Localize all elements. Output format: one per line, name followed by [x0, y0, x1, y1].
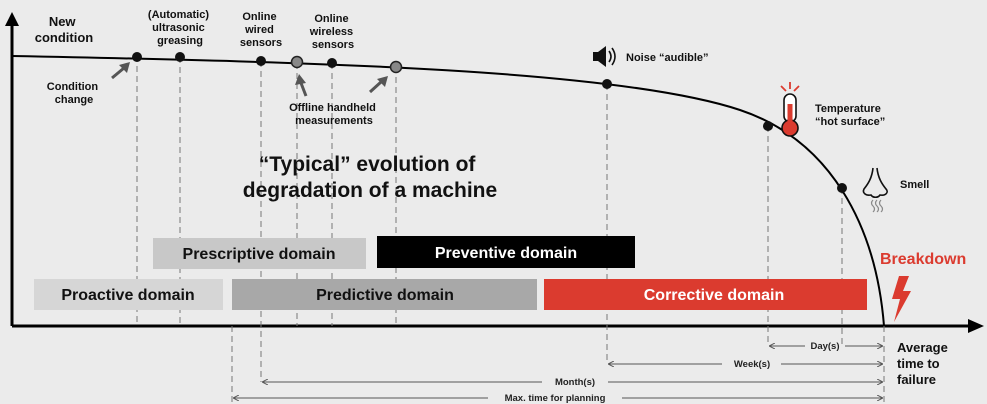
label-temperature: Temperature “hot surface” [815, 103, 885, 128]
corrective-domain-box [544, 279, 867, 310]
point-wireless [327, 58, 337, 68]
label-smell: Smell [900, 179, 929, 191]
point-noise [602, 79, 612, 89]
y-axis-label: New condition [35, 14, 94, 45]
label-noise: Noise “audible” [626, 52, 709, 64]
dashed-guides [136, 56, 885, 402]
predictive-domain-label: Predictive domain [316, 287, 454, 304]
arrow-offline-2-head [377, 76, 388, 87]
label-condition-change: Condition change [47, 81, 101, 106]
point-condition-change [132, 52, 142, 62]
axes [5, 12, 984, 333]
point-temperature [763, 121, 773, 131]
diagram-title: “Typical” evolution of degradation of a … [243, 153, 497, 202]
proactive-domain-label: Proactive domain [61, 287, 194, 304]
point-greasing [175, 52, 185, 62]
proactive-domain-box [34, 279, 223, 310]
timeframe-months: Month(s) [263, 377, 882, 388]
degradation-curve [11, 55, 885, 327]
preventive-domain-box [377, 236, 635, 268]
corrective-domain-label: Corrective domain [644, 287, 784, 304]
point-smell [837, 183, 847, 193]
months-label: Month(s) [555, 377, 595, 388]
nose-icon [862, 167, 888, 213]
label-wireless: Online wireless sensors [309, 13, 356, 51]
predictive-domain-box [232, 279, 537, 310]
label-greasing: (Automatic) ultrasonic greasing [148, 9, 212, 47]
label-offline: Offline handheld measurements [289, 102, 379, 127]
prescriptive-domain-label: Prescriptive domain [183, 246, 336, 263]
weeks-label: Week(s) [734, 359, 770, 370]
days-label: Day(s) [810, 341, 839, 352]
timeframe-days: Day(s) [770, 341, 882, 352]
arrow-condition-change-head [119, 62, 130, 73]
arrow-offline-1-head [295, 74, 306, 85]
breakdown-label: Breakdown [880, 251, 966, 268]
timeframe-weeks: Week(s) [609, 359, 882, 370]
arrow-offline-2 [368, 80, 383, 94]
prescriptive-domain-box [153, 238, 366, 269]
point-offline-2 [389, 60, 403, 74]
label-wired: Online wired sensors [240, 11, 282, 49]
pointer-arrows [111, 62, 388, 97]
curve-points [132, 52, 847, 193]
thermometer-icon [780, 82, 800, 137]
lightning-icon [892, 276, 911, 322]
preventive-domain-label: Preventive domain [435, 245, 577, 262]
x-axis-label: Average time to failure [897, 340, 951, 387]
speaker-icon [593, 46, 616, 67]
point-wired [256, 56, 266, 66]
x-axis-arrowhead [968, 319, 984, 333]
point-offline-1 [290, 55, 304, 69]
planning-label: Max. time for planning [505, 393, 606, 404]
y-axis-arrowhead [5, 12, 19, 26]
arrow-condition-change [111, 66, 125, 80]
arrow-offline-1 [299, 82, 308, 97]
timeframe-planning: Max. time for planning [234, 393, 882, 404]
